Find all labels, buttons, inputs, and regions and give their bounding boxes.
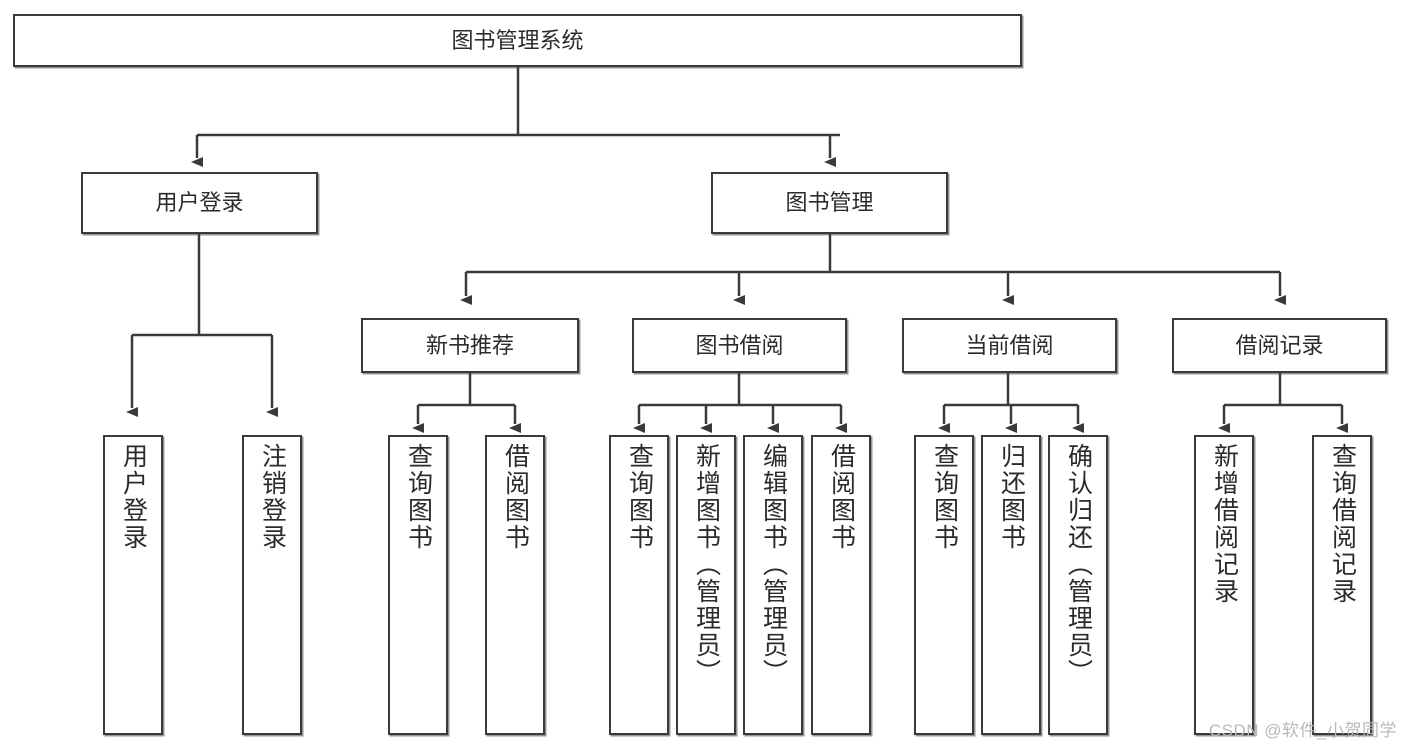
node-label: 借阅记录: [1235, 332, 1324, 358]
node-label: 确认归还（管理员）: [1064, 443, 1093, 686]
node-borrow-records[interactable]: 借阅记录: [1172, 318, 1387, 373]
node-label: 当前借阅: [965, 332, 1054, 358]
node-label: 图书管理: [785, 190, 874, 216]
leaf-add-book-admin[interactable]: 新增图书（管理员）: [676, 435, 736, 735]
node-book-borrow[interactable]: 图书借阅: [632, 318, 847, 373]
node-label: 归还图书: [997, 443, 1026, 551]
node-label: 图书借阅: [695, 332, 784, 358]
leaf-confirm-return-admin[interactable]: 确认归还（管理员）: [1048, 435, 1108, 735]
node-label: 查询图书: [625, 443, 654, 551]
leaf-add-borrow-record[interactable]: 新增借阅记录: [1194, 435, 1254, 735]
node-label: 用户登录: [119, 443, 148, 551]
leaf-borrow-books[interactable]: 借阅图书: [811, 435, 871, 735]
leaf-query-borrow-record[interactable]: 查询借阅记录: [1312, 435, 1372, 735]
node-label: 用户登录: [155, 190, 244, 216]
node-label: 查询图书: [930, 443, 959, 551]
leaf-query-books-current[interactable]: 查询图书: [914, 435, 974, 735]
node-label: 图书管理系统: [451, 27, 584, 53]
leaf-logout[interactable]: 注销登录: [242, 435, 302, 735]
node-label: 注销登录: [258, 443, 287, 551]
node-label: 查询图书: [404, 443, 433, 551]
node-label: 借阅图书: [501, 443, 530, 551]
node-label: 新增图书（管理员）: [692, 443, 721, 686]
node-user-login[interactable]: 用户登录: [81, 172, 318, 234]
node-root-book-management-system[interactable]: 图书管理系统: [13, 14, 1022, 67]
leaf-query-books-borrow[interactable]: 查询图书: [609, 435, 669, 735]
node-label: 新增借阅记录: [1210, 443, 1239, 605]
node-label: 编辑图书（管理员）: [759, 443, 788, 686]
node-new-book-recommend[interactable]: 新书推荐: [361, 318, 579, 373]
node-label: 借阅图书: [827, 443, 856, 551]
leaf-query-books-recommend[interactable]: 查询图书: [388, 435, 448, 735]
node-book-management[interactable]: 图书管理: [711, 172, 948, 234]
node-current-borrow[interactable]: 当前借阅: [902, 318, 1117, 373]
leaf-borrow-books-recommend[interactable]: 借阅图书: [485, 435, 545, 735]
watermark-text: CSDN @软件_小贺同学: [1208, 721, 1397, 740]
node-label: 新书推荐: [425, 332, 514, 358]
leaf-return-books[interactable]: 归还图书: [981, 435, 1041, 735]
node-label: 查询借阅记录: [1328, 443, 1357, 605]
leaf-edit-book-admin[interactable]: 编辑图书（管理员）: [743, 435, 803, 735]
leaf-user-login[interactable]: 用户登录: [103, 435, 163, 735]
